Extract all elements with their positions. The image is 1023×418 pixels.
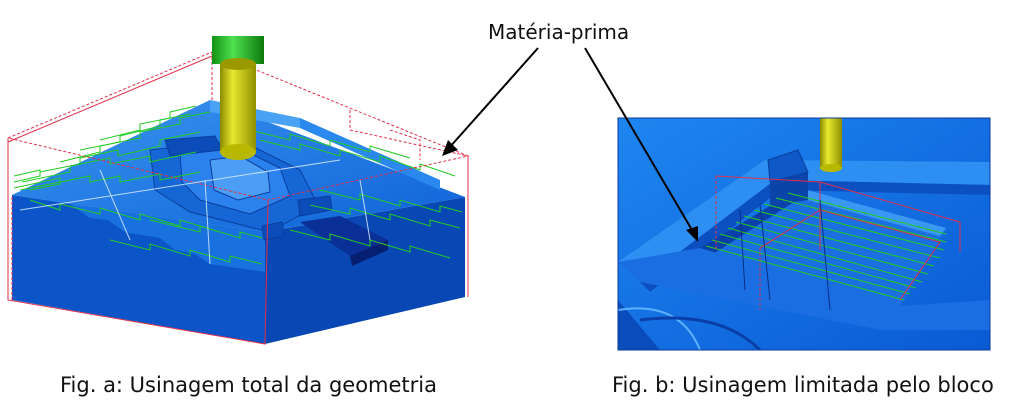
toolpath-lines-b bbox=[705, 192, 947, 301]
stock-outline-b bbox=[715, 175, 961, 310]
figure-a-caption: Fig. a: Usinagem total da geometria bbox=[60, 373, 438, 397]
arrow-to-fig-b bbox=[584, 47, 693, 231]
block-right-face bbox=[265, 197, 465, 344]
toolpath-lines-a bbox=[13, 105, 463, 265]
front-profile-grooves bbox=[12, 195, 265, 272]
cutting-tool-b bbox=[820, 118, 842, 172]
construction-lines-b bbox=[739, 199, 831, 311]
dark-channel-side bbox=[350, 240, 388, 266]
cutting-tool-a bbox=[212, 36, 264, 160]
car-body-feature bbox=[149, 135, 333, 241]
figure-b-caption: Fig. b: Usinagem limitada pelo bloco bbox=[612, 373, 994, 397]
figure-a-model bbox=[7, 36, 470, 345]
callout-label: Matéria-prima bbox=[488, 20, 630, 44]
construction-lines-a bbox=[19, 159, 371, 265]
dark-channel bbox=[300, 216, 388, 256]
arrow-to-fig-a bbox=[448, 47, 539, 149]
callout-arrows bbox=[442, 47, 698, 242]
figure-b-model bbox=[618, 118, 990, 350]
stock-outline-a bbox=[7, 51, 470, 345]
figure-b-frame bbox=[617, 117, 991, 351]
right-rim bbox=[300, 118, 440, 190]
